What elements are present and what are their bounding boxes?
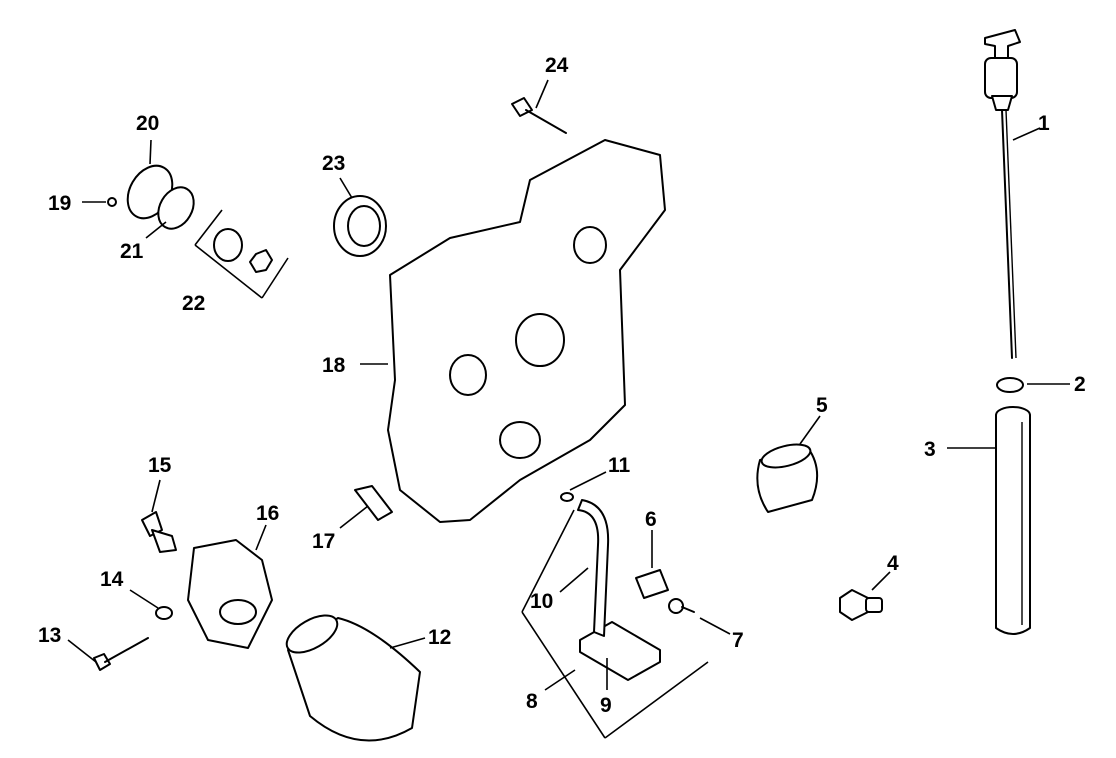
part-3-dipstick-tube (995, 406, 1031, 635)
part-15-sensor (141, 511, 177, 553)
part-10-pickup-tube (577, 499, 610, 637)
part-2-o-ring (996, 377, 1024, 393)
callout-10: 10 (530, 590, 553, 613)
callout-1: 1 (1038, 112, 1050, 135)
callout-8: 8 (526, 690, 538, 713)
leader-lines (67, 79, 1070, 739)
callout-15: 15 (148, 454, 172, 477)
part-11-o-ring (560, 492, 574, 502)
callout-22: 22 (182, 292, 205, 315)
callout-11: 11 (608, 454, 631, 477)
part-9-pickup-screen (579, 621, 661, 681)
part-5-bushing (756, 443, 819, 513)
callout-16: 16 (256, 502, 279, 525)
part-1-dipstick (984, 29, 1021, 359)
callout-12: 12 (428, 626, 451, 649)
callout-24: 24 (545, 54, 569, 77)
part-7-screw (668, 598, 695, 614)
part-24-bolt (511, 97, 567, 134)
callout-20: 20 (136, 112, 159, 135)
callout-13: 13 (38, 624, 61, 647)
part-21-o-ring (157, 186, 195, 230)
part-6-bracket (635, 569, 669, 599)
part-12-oil-filter (285, 614, 421, 742)
callout-7: 7 (732, 629, 744, 652)
callout-3: 3 (924, 438, 936, 461)
part-16-filter-adapter (187, 539, 273, 649)
callout-labels: 1 2 3 4 5 6 7 8 9 10 11 12 13 14 15 16 1… (38, 54, 1086, 717)
callout-5: 5 (816, 394, 828, 417)
part-18-crankcase-cover (387, 139, 666, 523)
part-4-fitting (839, 589, 883, 621)
callout-17: 17 (312, 530, 335, 553)
callout-14: 14 (100, 568, 124, 591)
callout-4: 4 (887, 552, 899, 575)
part-14-washer (155, 606, 173, 620)
part-13-bolt (93, 637, 149, 671)
callout-18: 18 (322, 354, 346, 377)
part-22-valve-kit (194, 209, 289, 299)
part-19-screw (107, 197, 117, 207)
callout-23: 23 (322, 152, 345, 175)
part-17-gasket (354, 485, 393, 521)
callout-2: 2 (1074, 373, 1086, 396)
callout-19: 19 (48, 192, 71, 215)
part-23-oil-seal (333, 195, 387, 257)
callout-21: 21 (120, 240, 144, 263)
callout-9: 9 (600, 694, 612, 717)
callout-6: 6 (645, 508, 657, 531)
